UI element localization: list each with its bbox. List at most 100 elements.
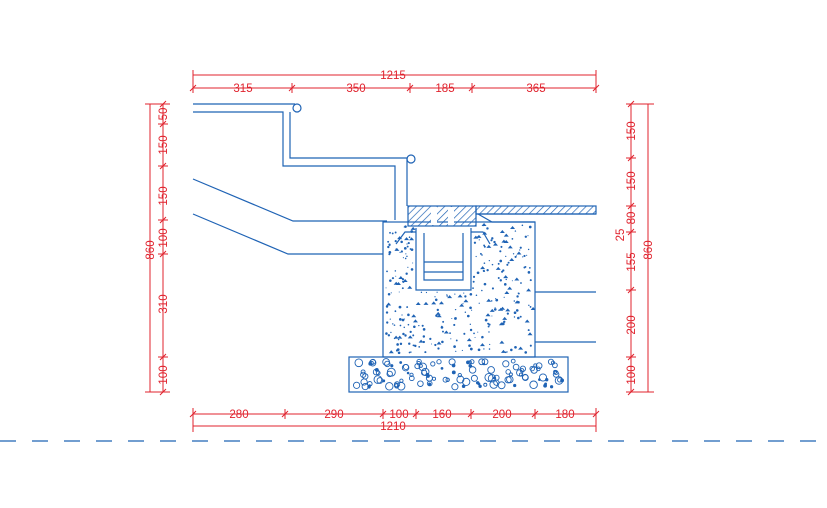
speckle [413, 325, 416, 329]
gravel-stone [492, 376, 496, 380]
speckle [442, 330, 444, 333]
speckle [504, 351, 507, 354]
speckle [488, 260, 490, 262]
speckle [395, 282, 401, 286]
dim-left-6: 100 [158, 365, 170, 384]
dim-left-5: 310 [158, 294, 170, 313]
dim-right-total: 860 [643, 240, 655, 259]
gravel-stone [489, 380, 499, 389]
speckle [423, 301, 429, 305]
gravel-stone [538, 373, 548, 382]
speckle [469, 347, 473, 351]
speckle [517, 316, 520, 320]
gravel-stone [512, 363, 520, 371]
speckle [518, 346, 524, 350]
gravel-stone [481, 358, 489, 366]
speckle [397, 335, 403, 339]
gravel-stone [384, 360, 391, 368]
gravel-base [348, 356, 569, 393]
speckle [406, 245, 409, 248]
speckle [483, 262, 486, 264]
speckle [486, 227, 489, 230]
gravel-stone [529, 380, 538, 390]
speckle [491, 287, 495, 290]
speckle [477, 348, 481, 352]
speckle [529, 344, 532, 347]
dim-bottom-1: 280 [229, 409, 248, 421]
speckle [414, 344, 417, 348]
speckle [398, 318, 402, 321]
speckle [455, 317, 457, 319]
gravel-stone [484, 372, 494, 382]
speckle [527, 235, 529, 237]
gravel-stone [360, 369, 366, 375]
speckle [401, 287, 404, 290]
speckle [434, 298, 438, 302]
speckle [400, 250, 403, 253]
dim-bottom-3: 100 [389, 409, 408, 421]
speckle [529, 306, 532, 308]
dimension-tick [626, 202, 636, 210]
gravel-stone [369, 361, 374, 365]
speckle [395, 275, 397, 277]
speckle [415, 302, 421, 306]
speckle [389, 279, 392, 282]
speckle [503, 275, 509, 279]
speckle [469, 292, 473, 296]
speckle [390, 292, 392, 294]
speckle [472, 275, 476, 278]
dimension-tick [531, 409, 539, 419]
speckle [398, 275, 404, 279]
speckle [495, 266, 501, 270]
gravel-stone [468, 366, 477, 374]
coping-nose-1 [292, 103, 302, 113]
speckle [462, 303, 464, 305]
speckle [391, 232, 394, 235]
speckle [466, 338, 472, 342]
dim-top-2: 350 [346, 83, 365, 95]
speckle [527, 329, 530, 332]
speckle [519, 246, 522, 249]
speckle [463, 332, 466, 335]
speckle [507, 286, 513, 290]
speckle [388, 251, 392, 254]
speckle [396, 348, 400, 351]
gravel-stone [418, 363, 423, 368]
speckle [514, 345, 517, 349]
speckle [502, 316, 508, 320]
gravel-stone [513, 383, 517, 388]
speckle [468, 344, 471, 347]
dimension-annotations: 1215 315 350 185 365 280 290 100 160 200… [145, 70, 655, 433]
speckle [463, 292, 465, 294]
gravel-stone [508, 372, 513, 377]
speckle [461, 349, 463, 352]
speckle [503, 320, 506, 323]
paving-bed [476, 213, 596, 223]
speckle [476, 271, 480, 275]
speckle [482, 224, 484, 227]
speckle [443, 330, 449, 334]
speckle [401, 278, 405, 281]
speckle [422, 340, 425, 344]
dim-right-6: 100 [626, 365, 638, 384]
speckle [504, 290, 510, 294]
speckle [404, 318, 406, 320]
speckle [506, 263, 509, 266]
speckle [510, 226, 516, 230]
speckle [393, 337, 396, 340]
gravel-stone [522, 374, 529, 381]
gravel-stone [372, 368, 380, 376]
speckle [519, 249, 521, 251]
speckle [512, 253, 515, 255]
speckle [451, 317, 453, 320]
step-upper-outline [193, 103, 408, 220]
speckle [406, 306, 409, 308]
speckle [385, 305, 389, 308]
speckle [402, 279, 408, 283]
gravel-stone [414, 363, 421, 370]
dim-left-2: 150 [158, 135, 170, 154]
speckle [385, 287, 387, 289]
dimension-tick [158, 250, 168, 258]
gravel-stone [516, 369, 524, 377]
speckle [528, 225, 532, 229]
